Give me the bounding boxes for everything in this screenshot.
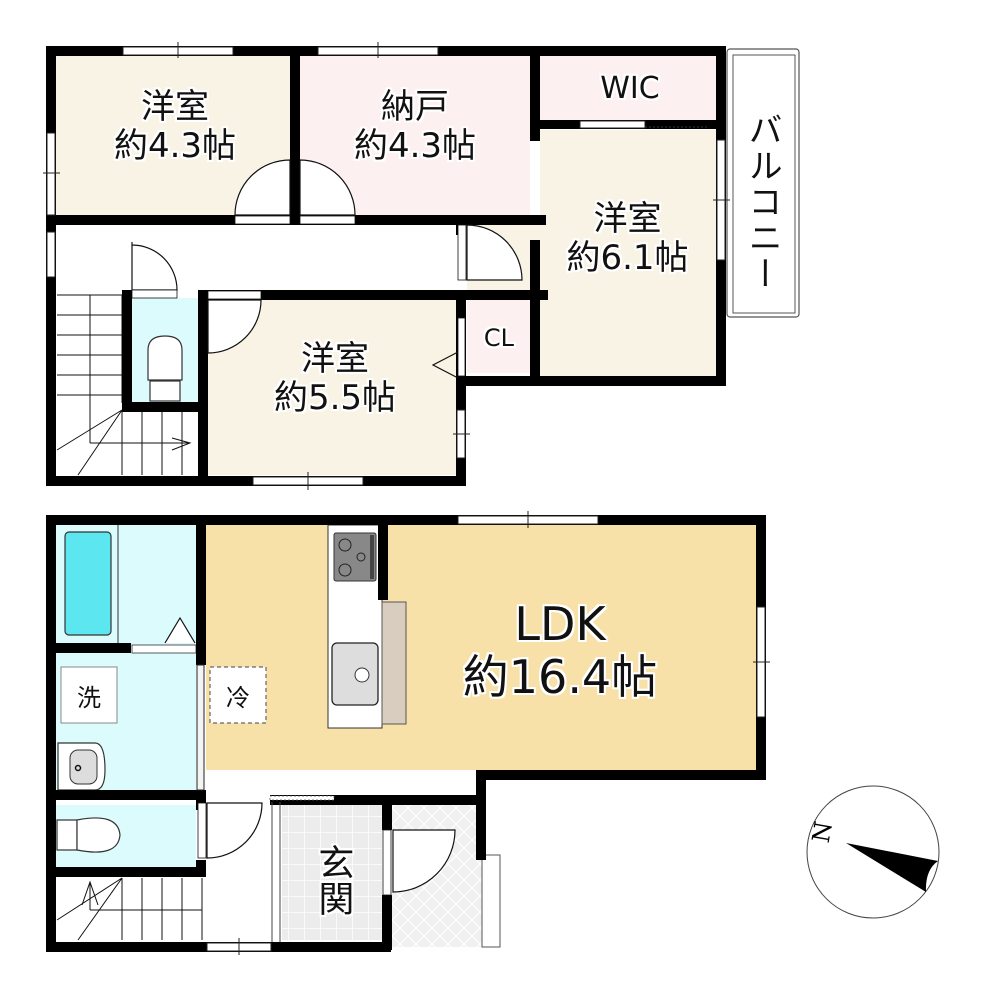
stove-icon [333,532,377,582]
room-storage-label: 納戸 約4.3帖 [325,87,505,167]
porch-step [481,854,501,948]
bar-counter [381,601,407,725]
room-western-1-label: 洋室 約4.3帖 [85,87,265,167]
stairs-1f [56,877,203,941]
windows-2f [43,42,730,490]
room-wic-floor [540,55,720,120]
compass-icon [806,785,940,919]
room-name: 洋室 [301,339,369,379]
washbasin [57,742,106,791]
doors-2f [131,159,523,379]
entrance-floor [282,803,382,940]
hallway-2f-floor [55,225,467,290]
balcony [726,48,800,318]
room-name: 洋室 [141,87,209,127]
bathtub [64,531,112,636]
room-name: 納戸 [381,87,449,127]
room-western-3-label: 洋室 約5.5帖 [245,339,425,419]
room-size: 約6.1帖 [566,238,689,279]
toilet-1f-fixture [56,817,121,853]
closet-label: CL [483,324,515,352]
floor-2 [43,42,800,490]
floor-1 [46,511,770,955]
washer-label: 洗 [62,668,116,722]
closet-floor [467,298,532,373]
room-western-2-floor [540,130,720,380]
windows-1f [196,511,770,955]
entrance-label: 玄関 [312,844,354,916]
room-size: 約4.3帖 [353,126,477,167]
ldk-floor [206,525,756,770]
balcony-label: バルコニー [742,112,783,292]
fridge-label: 冷 [226,683,250,712]
doors-1f [197,802,456,942]
toilet-2f-fixture [147,335,183,402]
fridge-space [209,666,267,724]
room-size: 約5.5帖 [273,378,397,419]
room-name: 洋室 [593,199,662,239]
room-wic-label: WIC [600,71,660,106]
room-name: LDK [514,597,606,651]
ldk-label: LDK 約16.4帖 [420,598,700,704]
room-western-2-label: 洋室 約6.1帖 [540,199,715,279]
room-size: 約16.4帖 [462,649,658,704]
room-size: 約4.3帖 [113,126,237,167]
sink-icon [331,642,379,706]
